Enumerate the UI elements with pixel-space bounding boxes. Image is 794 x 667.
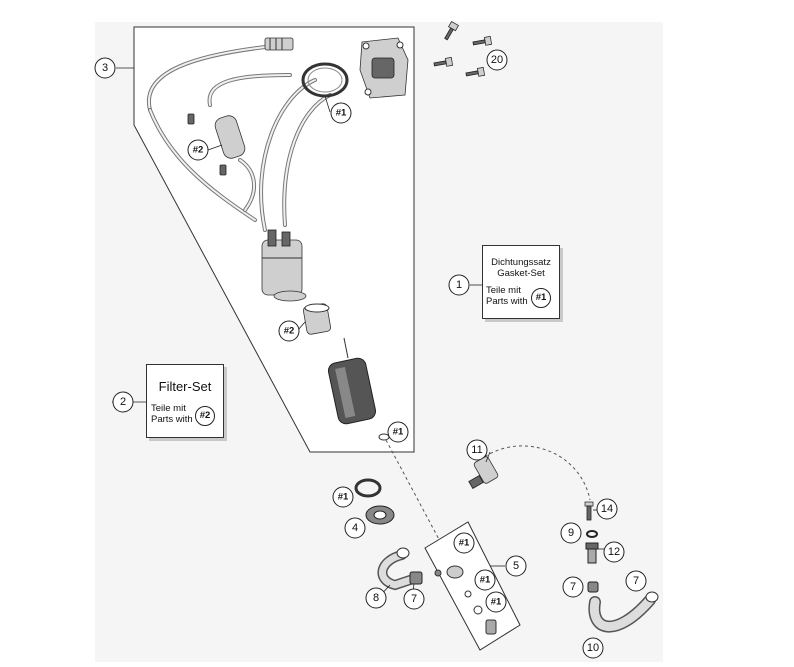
callout-4: 4 (344, 517, 366, 539)
callout-20-label: 20 (491, 54, 503, 66)
filter-sleeve (302, 303, 332, 335)
gasket-set-box: Dichtungssatz Gasket-Set Teile mit Parts… (482, 245, 560, 319)
callout-11: 11 (466, 439, 488, 461)
screw-set (433, 20, 493, 77)
clamp-7 (587, 581, 599, 593)
callout-1-label: 1 (456, 279, 462, 291)
mounting-plate (424, 521, 521, 651)
callout-ref-1: #1 (387, 421, 409, 443)
callout-14: 14 (596, 498, 618, 520)
fuel-pump-body (327, 337, 390, 441)
callout-7: 7 (625, 570, 647, 592)
callout-ref-2-label: #2 (193, 145, 204, 156)
callout-7: 7 (562, 576, 584, 598)
connector-plug (264, 37, 294, 51)
callout-12-label: 12 (608, 546, 620, 558)
callout-12: 12 (603, 541, 625, 563)
callout-ref-1: #1 (332, 486, 354, 508)
callout-ref-1-label: #1 (480, 575, 491, 586)
callout-4-label: 4 (352, 522, 358, 534)
gasket-set-title-en: Gasket-Set (497, 268, 545, 279)
callout-ref-1: #1 (453, 532, 475, 554)
fuel-sensor (468, 456, 499, 490)
fuel-pump-hoses (146, 45, 332, 232)
callout-3-label: 3 (102, 62, 108, 74)
screw-14 (584, 501, 594, 521)
callout-2-label: 2 (120, 396, 126, 408)
washer-4 (365, 505, 395, 525)
filter-set-box: Filter-Set Teile mit Parts with #2 (146, 364, 224, 438)
callout-11-label: 11 (471, 444, 482, 456)
callout-5-label: 5 (513, 560, 519, 572)
callout-ref-1: #1 (474, 569, 496, 591)
callout-ref-1-label: #1 (459, 538, 470, 549)
callout-3: 3 (94, 57, 116, 79)
callout-10-label: 10 (587, 642, 599, 654)
filter-set-parts-de: Teile mit (151, 403, 186, 414)
callout-1: 1 (448, 274, 470, 296)
callout-14-label: 14 (601, 503, 613, 515)
callout-ref-2-label: #2 (284, 326, 295, 337)
callout-7-label: 7 (411, 593, 417, 605)
callout-9: 9 (560, 522, 582, 544)
fitting-12 (585, 542, 599, 564)
filter-set-title: Filter-Set (158, 379, 212, 394)
callout-ref-1-label: #1 (491, 597, 502, 608)
callout-7-label: 7 (633, 575, 639, 587)
callout-ref-1: #1 (330, 102, 352, 124)
filter-set-ref-badge: #2 (195, 406, 215, 426)
gasket-set-parts-de: Teile mit (486, 285, 521, 296)
callout-2: 2 (112, 391, 134, 413)
callout-8-label: 8 (373, 592, 379, 604)
inline-fuel-filter (187, 113, 246, 176)
callout-7-label: 7 (570, 581, 576, 593)
o-ring-9 (586, 530, 598, 538)
gasket-set-ref-badge: #1 (531, 288, 551, 308)
pump-top-cover (359, 37, 409, 99)
callout-8: 8 (365, 587, 387, 609)
callout-10: 10 (582, 637, 604, 659)
seal-ring (354, 478, 382, 498)
reference-line (385, 439, 451, 561)
gasket-set-parts-en: Parts with (486, 296, 528, 307)
callout-ref-2: #2 (278, 320, 300, 342)
callout-ref-1: #1 (485, 591, 507, 613)
callout-5: 5 (505, 555, 527, 577)
callout-ref-1-label: #1 (393, 427, 404, 438)
callout-20: 20 (486, 49, 508, 71)
gasket-set-title-de: Dichtungssatz (491, 257, 551, 268)
reference-line (479, 445, 591, 501)
filter-set-parts-en: Parts with (151, 414, 193, 425)
callout-ref-1-label: #1 (338, 492, 349, 503)
callout-ref-1-label: #1 (336, 108, 347, 119)
callout-9-label: 9 (568, 527, 574, 539)
hose-clamp (409, 571, 423, 585)
pump-head (261, 229, 307, 302)
hose-8 (377, 547, 415, 591)
hose-10 (588, 591, 659, 633)
callout-ref-2: #2 (187, 139, 209, 161)
callout-7: 7 (403, 588, 425, 610)
